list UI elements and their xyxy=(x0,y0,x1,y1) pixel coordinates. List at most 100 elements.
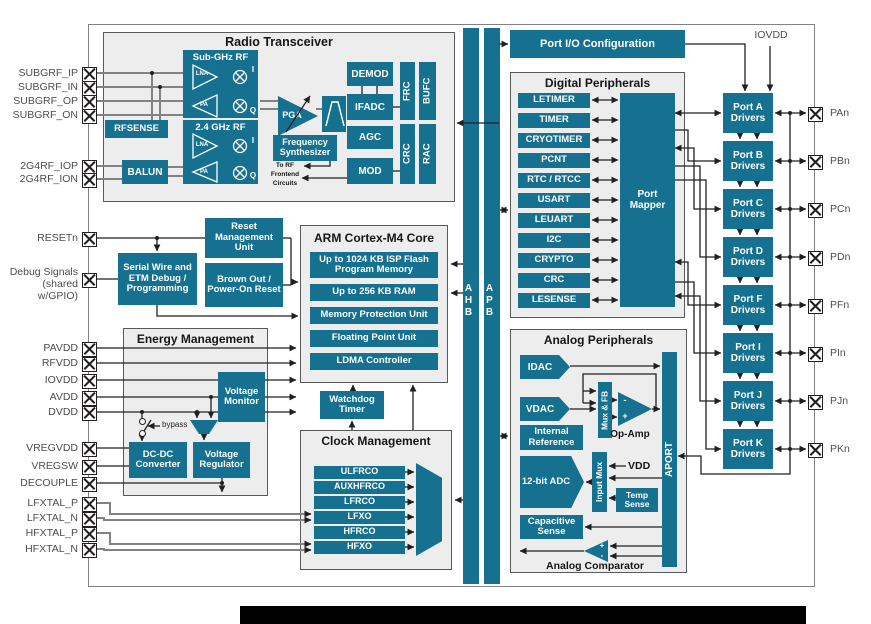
pin-iovdd xyxy=(81,373,97,389)
comparator-plus-label: + xyxy=(599,541,605,550)
ghz24-pa-label: PA xyxy=(200,169,208,175)
pin-pkn xyxy=(808,442,823,458)
fpu-block: Floating Point Unit xyxy=(310,330,438,347)
pin-vregsw xyxy=(81,459,97,475)
pin-avdd xyxy=(81,390,97,406)
mod-block: MOD xyxy=(347,158,393,184)
opamp-caption: Op-Amp xyxy=(610,429,650,440)
pin-pfn-label: PFn xyxy=(830,299,850,311)
idac-block: IDAC xyxy=(520,355,570,379)
pin-pavdd-label: PAVDD xyxy=(43,342,78,354)
apb-bus xyxy=(484,28,500,584)
agc-block: AGC xyxy=(347,126,393,149)
port-j-drivers-block: Port J Drivers xyxy=(723,381,773,421)
pin-pfn xyxy=(808,298,823,314)
port-mapper-block: Port Mapper xyxy=(620,93,675,307)
pin-hfxtal-p xyxy=(81,526,97,542)
energy-title: Energy Management xyxy=(136,332,255,346)
hfrco-block: HFRCO xyxy=(314,526,405,539)
lesense-block: LESENSE xyxy=(518,293,590,308)
subghz-lna-label: LNA xyxy=(195,71,209,77)
pin-pan-label: PAn xyxy=(830,107,850,119)
ram-block: Up to 256 KB RAM xyxy=(310,284,438,301)
bypass-label: bypass xyxy=(162,420,188,429)
brownout-poweron-reset-block: Brown Out / Power-On Reset xyxy=(205,263,283,307)
pin-rfvdd-label: RFVDD xyxy=(41,357,78,369)
pin-dvdd xyxy=(81,405,97,421)
vdd-label: VDD xyxy=(628,460,651,472)
pin-pjn xyxy=(808,394,823,410)
radio-crc-block: CRC xyxy=(400,124,415,184)
pin-pkn-label: PKn xyxy=(830,443,850,455)
subghz-pa-label: PA xyxy=(200,102,208,108)
ifadc-block: IFADC xyxy=(347,94,393,120)
pin-pin xyxy=(808,346,823,362)
pin-subgrf-in-label: SUBGRF_IN xyxy=(17,81,78,93)
ahb-bus-label: AHB xyxy=(463,283,474,319)
digital-title: Digital Peripherals xyxy=(544,76,651,90)
ahb-bus xyxy=(463,28,479,584)
pcnt-block: PCNT xyxy=(518,153,590,168)
bypass-switch-contact-top xyxy=(139,418,146,425)
pin-lfxtal-p xyxy=(81,496,97,512)
port-k-drivers-block: Port K Drivers xyxy=(723,429,773,469)
pin-pcn xyxy=(808,202,823,218)
pin-pdn-label: PDn xyxy=(830,251,851,263)
adc-block: 12-bit ADC xyxy=(520,456,584,508)
cryotimer-block: CRYOTIMER xyxy=(518,133,590,148)
clock-title: Clock Management xyxy=(321,434,431,448)
pin-subgrf-op xyxy=(81,94,97,110)
pin-hfxtal-n xyxy=(81,542,97,558)
pin-resetn xyxy=(81,231,97,247)
pin-pjn-label: PJn xyxy=(830,395,849,407)
if-filter-block xyxy=(322,96,346,132)
leuart-block: LEUART xyxy=(518,213,590,228)
pin-pavdd xyxy=(81,341,97,357)
apb-bus-label: APB xyxy=(484,283,495,319)
pin-decouple xyxy=(81,476,97,492)
crypto-block: CRYPTO xyxy=(518,253,590,268)
pin-vregsw-label: VREGSW xyxy=(31,460,78,472)
rtc-rtcc-block: RTC / RTCC xyxy=(518,173,590,188)
radio-title: Radio Transceiver xyxy=(225,35,333,49)
pin-2g4rf-ion-label: 2G4RF_ION xyxy=(19,173,78,185)
frc-block: FRC xyxy=(400,62,415,120)
pin-subgrf-on xyxy=(81,108,97,124)
arm-core-title: ARM Cortex-M4 Core xyxy=(313,231,434,245)
flash-memory-block: Up to 1024 KB ISP Flash Program Memory xyxy=(310,252,438,278)
ghz24-q-label: Q xyxy=(249,171,257,180)
port-b-drivers-block: Port B Drivers xyxy=(723,141,773,181)
vdac-block: VDAC xyxy=(520,397,570,421)
pin-iovdd-label: IOVDD xyxy=(44,374,78,386)
redacted-caption-bar xyxy=(240,606,806,624)
pin-2g4rf-ion xyxy=(81,172,97,188)
pin-lfxtal-n xyxy=(81,511,97,527)
ldma-block: LDMA Controller xyxy=(310,353,438,370)
frequency-synthesizer-block: Frequency Synthesizer xyxy=(273,135,337,161)
capacitive-sense-block: Capacitive Sense xyxy=(520,515,583,539)
ghz24-rf-label: 2.4 GHz RF xyxy=(195,122,246,133)
port-io-configuration-block: Port I/O Configuration xyxy=(510,30,685,58)
timer-block: TIMER xyxy=(518,113,590,128)
pin-debug-signals-label: Debug Signals (shared w/GPIO) xyxy=(9,266,78,303)
demod-block: DEMOD xyxy=(347,62,393,86)
dcdc-converter-block: DC-DC Converter xyxy=(129,442,187,478)
port-d-drivers-block: Port D Drivers xyxy=(723,237,773,277)
pin-pbn xyxy=(808,154,823,170)
pin-subgrf-op-label: SUBGRF_OP xyxy=(13,95,78,107)
subghz-q-label: Q xyxy=(249,106,257,115)
subghz-rf-label: Sub-GHz RF xyxy=(192,52,249,63)
serial-wire-debug-block: Serial Wire and ETM Debug / Programming xyxy=(118,253,197,305)
port-i-drivers-block: Port I Drivers xyxy=(723,333,773,373)
mpu-block: Memory Protection Unit xyxy=(310,307,438,324)
subghz-i-label: I xyxy=(251,65,255,74)
voltage-regulator-block: Voltage Regulator xyxy=(193,442,250,478)
voltage-monitor-block: Voltage Monitor xyxy=(218,372,265,422)
analog-comparator-caption: Analog Comparator xyxy=(545,560,644,572)
pin-lfxtal-n-label: LFXTAL_N xyxy=(26,512,78,524)
pin-hfxtal-p-label: HFXTAL_P xyxy=(25,527,78,539)
pga-label: PGA xyxy=(282,110,302,120)
ulfrco-block: ULFRCO xyxy=(314,466,405,479)
bypass-switch-contact-bottom xyxy=(139,430,146,437)
